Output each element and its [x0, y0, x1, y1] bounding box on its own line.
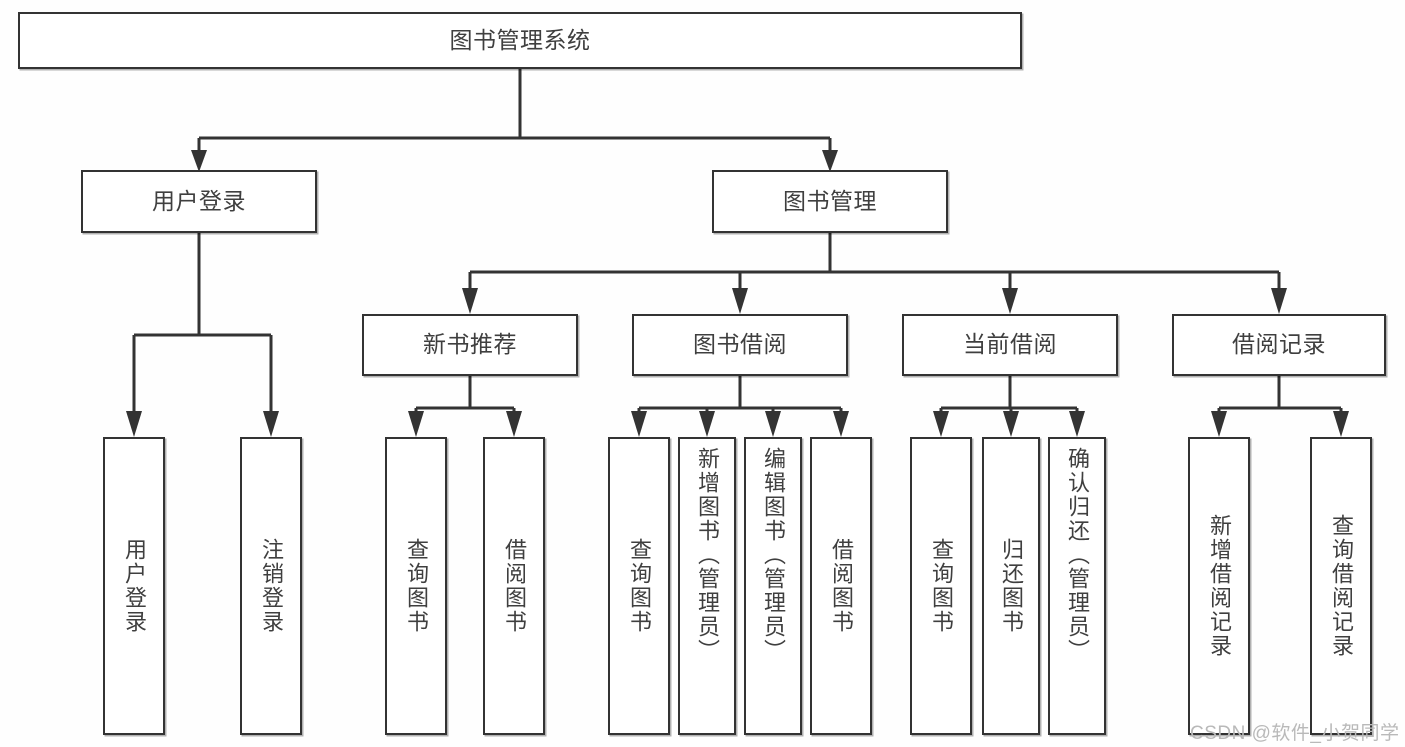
node-borrow-record-label: 借阅记录 — [1232, 331, 1326, 358]
node-leaf-query-book-1-label: 查询图书 — [404, 538, 429, 634]
node-leaf-query-book-2[interactable]: 查询图书 — [608, 437, 670, 735]
node-leaf-query-record[interactable]: 查询借阅记录 — [1310, 437, 1372, 735]
node-leaf-add-record[interactable]: 新增借阅记录 — [1188, 437, 1250, 735]
node-borrow-record[interactable]: 借阅记录 — [1172, 314, 1386, 376]
node-leaf-borrow-book-1-label: 借阅图书 — [502, 538, 527, 634]
node-leaf-edit-book[interactable]: 编辑图书（管理员） — [744, 437, 802, 735]
node-leaf-query-book-3-label: 查询图书 — [929, 538, 954, 634]
node-leaf-query-book-3[interactable]: 查询图书 — [910, 437, 972, 735]
node-leaf-query-book-2-label: 查询图书 — [627, 538, 652, 634]
node-leaf-confirm-return-label: 确认归还（管理员） — [1065, 447, 1090, 663]
node-leaf-borrow-book-1[interactable]: 借阅图书 — [483, 437, 545, 735]
node-leaf-return-book-label: 归还图书 — [999, 538, 1024, 634]
node-leaf-return-book[interactable]: 归还图书 — [982, 437, 1040, 735]
node-book-borrow-label: 图书借阅 — [693, 331, 787, 358]
node-book-manage-label: 图书管理 — [783, 187, 877, 214]
node-leaf-logout-label: 注销登录 — [259, 538, 284, 634]
node-current-borrow[interactable]: 当前借阅 — [902, 314, 1118, 376]
node-leaf-confirm-return[interactable]: 确认归还（管理员） — [1048, 437, 1106, 735]
node-book-manage[interactable]: 图书管理 — [712, 170, 948, 233]
node-current-borrow-label: 当前借阅 — [963, 331, 1057, 358]
node-user-login-label: 用户登录 — [152, 187, 246, 214]
node-leaf-logout[interactable]: 注销登录 — [240, 437, 302, 735]
node-leaf-add-record-label: 新增借阅记录 — [1207, 514, 1232, 658]
node-leaf-add-book-label: 新增图书（管理员） — [695, 447, 720, 663]
node-leaf-query-book-1[interactable]: 查询图书 — [385, 437, 447, 735]
node-leaf-user-login[interactable]: 用户登录 — [103, 437, 165, 735]
node-book-borrow[interactable]: 图书借阅 — [632, 314, 848, 376]
node-new-book-recommend-label: 新书推荐 — [423, 331, 517, 358]
node-leaf-borrow-book-2-label: 借阅图书 — [829, 538, 854, 634]
node-user-login[interactable]: 用户登录 — [81, 170, 317, 233]
node-new-book-recommend[interactable]: 新书推荐 — [362, 314, 578, 376]
node-leaf-add-book[interactable]: 新增图书（管理员） — [678, 437, 736, 735]
node-leaf-query-record-label: 查询借阅记录 — [1329, 514, 1354, 658]
arrowheads — [126, 150, 1349, 437]
node-leaf-borrow-book-2[interactable]: 借阅图书 — [810, 437, 872, 735]
node-leaf-user-login-label: 用户登录 — [122, 538, 147, 634]
node-root[interactable]: 图书管理系统 — [18, 12, 1022, 69]
node-root-label: 图书管理系统 — [449, 26, 591, 53]
node-leaf-edit-book-label: 编辑图书（管理员） — [761, 447, 786, 663]
